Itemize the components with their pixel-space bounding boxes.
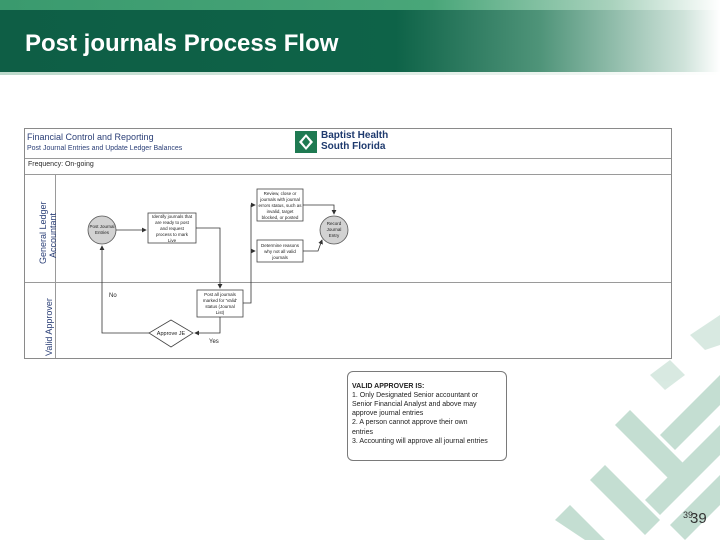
lane-label-general-ledger: General Ledger Accountant: [38, 201, 58, 264]
frequency-row-line-top: [25, 158, 671, 159]
lane-label-valid-approver: Valid Approver: [44, 298, 54, 356]
page-number: 39: [690, 510, 707, 527]
start-node: Post Journal Entries: [87, 215, 117, 245]
identify-journals-box: Identify journals that are ready to post…: [147, 212, 197, 244]
page-number-small: 39: [683, 510, 694, 520]
label-column-divider: [55, 174, 56, 358]
logo-line-2: South Florida: [321, 141, 386, 152]
review-text-5: blocked, or posted: [262, 215, 299, 220]
flow-svg: General Ledger Accountant Valid Approver…: [38, 188, 349, 356]
approver-line-4: 2. A person cannot approve their own: [352, 419, 468, 426]
approver-line-3: approve journal entries: [352, 410, 424, 417]
logo-line-1: Baptist Health: [321, 130, 389, 141]
review-journals-box: Review, close or journals with journal e…: [256, 188, 304, 222]
approver-heading: VALID APPROVER IS:: [352, 383, 425, 390]
determine-text-3: journals: [271, 255, 289, 260]
start-node-text-2: Entries: [95, 230, 110, 235]
start-node-text-1: Post Journal: [89, 224, 114, 229]
pineapple-logo-icon: [295, 131, 317, 153]
end-node-text-1: Record: [327, 221, 342, 226]
no-label: No: [109, 293, 117, 299]
determine-text-1: Determine reasons: [261, 243, 300, 248]
lane-label-line-1: General Ledger: [38, 201, 48, 264]
approver-line-2: Senior Financial Analyst and above may: [352, 401, 477, 408]
end-node-text-3: Entry: [329, 233, 340, 238]
header-underline: [0, 72, 720, 75]
decision-text: Approve JE: [157, 331, 186, 337]
determine-text-2: why not all valid: [264, 249, 296, 254]
diagram-heading: Financial Control and Reporting: [27, 132, 154, 142]
valid-approver-note: VALID APPROVER IS: 1. Only Designated Se…: [347, 371, 507, 461]
post-text-1: Post all journals: [204, 292, 237, 297]
swimlane-divider: [25, 282, 671, 283]
approver-line-6: 3. Accounting will approve all journal e…: [352, 438, 488, 445]
review-text-3: errors status, such as: [258, 203, 302, 208]
yes-label: Yes: [209, 339, 219, 345]
end-node-text-2: Journal: [327, 227, 342, 232]
review-text-2: journals with journal: [259, 197, 300, 202]
corner-decoration: [555, 315, 720, 540]
review-text-4: invalid, target: [267, 209, 295, 214]
identify-text-4: process to mark: [156, 232, 189, 237]
review-text-1: Review, close or: [264, 191, 297, 196]
approver-line-5: entries: [352, 429, 374, 436]
logo: Baptist Health South Florida: [295, 130, 410, 154]
post-text-3: status (Journal: [205, 304, 235, 309]
determine-reasons-box: Determine reasons why not all valid jour…: [256, 239, 304, 263]
identify-text-5: Live: [168, 238, 177, 243]
header-stripe: [0, 0, 720, 10]
flow-connectors: [99, 202, 337, 336]
frequency-label: Frequency: On-going: [28, 161, 94, 168]
end-node: Record Journal Entry: [319, 215, 349, 245]
header-bar: [0, 0, 720, 72]
diagram-subheading: Post Journal Entries and Update Ledger B…: [27, 145, 183, 152]
identify-text-1: Identify journals that: [152, 214, 193, 219]
post-text-2: marked for 'Valid': [203, 298, 237, 303]
approver-line-1: 1. Only Designated Senior accountant or: [352, 392, 479, 399]
frequency-row-line-bottom: [25, 174, 671, 175]
lane-label-line-2: Accountant: [48, 212, 58, 258]
identify-text-3: and request: [160, 226, 185, 231]
post-text-4: List): [216, 310, 225, 315]
process-flow-diagram: Financial Control and Reporting Post Jou…: [24, 128, 672, 359]
post-journals-box: Post all journals marked for 'Valid' sta…: [196, 289, 244, 318]
approve-decision: Approve JE: [148, 319, 194, 348]
identify-text-2: are ready to post: [155, 220, 190, 225]
slide-title: Post journals Process Flow: [25, 30, 339, 57]
